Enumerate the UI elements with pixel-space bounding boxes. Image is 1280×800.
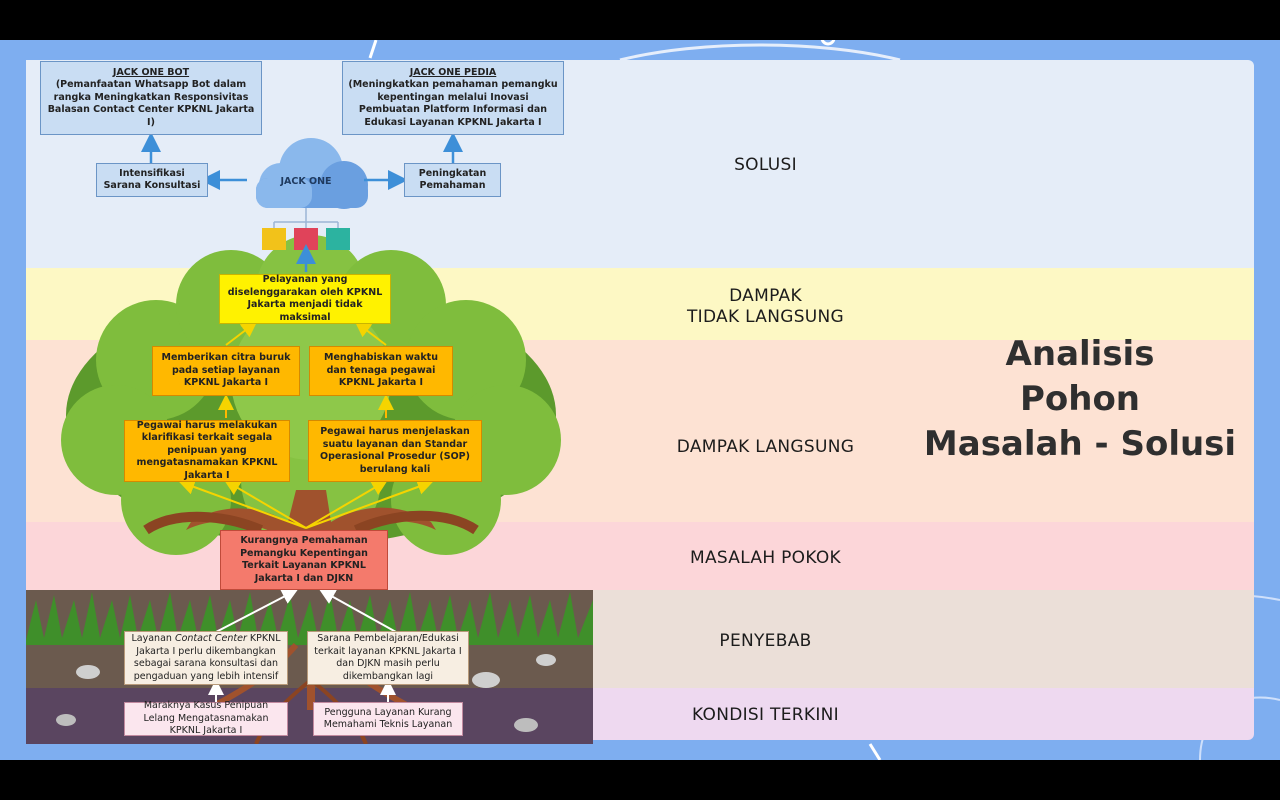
box-masalah-pokok: Kurangnya Pemahaman Pemangku Kepentingan… xyxy=(220,530,388,590)
box-jack-one-bot: JACK ONE BOT (Pemanfaatan Whatsapp Bot d… xyxy=(40,61,262,135)
label-masalah-pokok: MASALAH POKOK xyxy=(690,548,841,568)
box-sop: Pegawai harus menjelaskan suatu layanan … xyxy=(308,420,482,482)
box-jack-one-pedia: JACK ONE PEDIA (Meningkatkan pemahaman p… xyxy=(342,61,564,135)
letterbox-bottom xyxy=(0,760,1280,800)
label-solusi: SOLUSI xyxy=(734,155,797,175)
deco-line-bottom xyxy=(868,743,882,760)
box-kondisi-teknis: Pengguna Layanan Kurang Memahami Teknis … xyxy=(313,702,463,736)
box-jack-one-pedia-content: JACK ONE PEDIA (Meningkatkan pemahaman p… xyxy=(347,67,559,130)
box-peningkatan: Peningkatan Pemahaman xyxy=(404,163,501,197)
label-dampak-line2: TIDAK LANGSUNG xyxy=(686,307,845,327)
box-dampak-tidak-langsung: Pelayanan yang diselenggarakan oleh KPKN… xyxy=(219,274,391,324)
jack-one-cloud xyxy=(256,138,368,209)
box-penyebab-contact-center: Layanan Contact Center KPKNL Jakarta I p… xyxy=(124,631,288,685)
app-square-teal xyxy=(326,228,350,250)
title-line-1: Analisis xyxy=(1005,334,1155,374)
app-square-red xyxy=(294,228,318,250)
title-line-2: Pohon xyxy=(1019,379,1141,419)
box-kondisi-penipuan: Maraknya Kasus Penipuan Lelang Mengatasn… xyxy=(124,700,288,736)
deco-arc xyxy=(619,43,901,62)
penyebab-1-em: Contact Center xyxy=(174,633,247,644)
jack-one-bot-heading: JACK ONE BOT xyxy=(112,66,190,78)
stones xyxy=(56,654,556,732)
label-kondisi-terkini: KONDISI TERKINI xyxy=(692,705,839,725)
label-dampak-line1: DAMPAK xyxy=(729,286,802,306)
problem-tree-diagram: JACK ONE JACK ONE BOT (Pemanfaatan Whats… xyxy=(26,60,593,744)
app-square-yellow xyxy=(262,228,286,250)
jack-one-pedia-heading: JACK ONE PEDIA xyxy=(409,66,497,78)
penyebab-1-b: KPKNL Jakarta I perlu dikembangkan sebag… xyxy=(133,633,281,682)
slide-title: Analisis Pohon Masalah - Solusi xyxy=(900,332,1260,467)
cloud-label: JACK ONE xyxy=(279,176,331,187)
label-dampak-tidak-langsung: DAMPAK TIDAK LANGSUNG xyxy=(618,286,913,328)
yellow-arrows xyxy=(178,321,434,529)
title-line-3: Masalah - Solusi xyxy=(923,424,1237,464)
deco-line xyxy=(368,40,378,59)
penyebab-1-a: Layanan xyxy=(131,633,175,644)
deco-ring xyxy=(820,40,836,46)
label-penyebab: PENYEBAB xyxy=(719,631,812,651)
label-dampak-langsung: DAMPAK LANGSUNG xyxy=(676,437,855,457)
box-intensifikasi: Intensifikasi Sarana Konsultasi xyxy=(96,163,208,197)
box-citra-buruk: Memberikan citra buruk pada setiap layan… xyxy=(152,346,300,396)
box-jack-one-bot-content: JACK ONE BOT (Pemanfaatan Whatsapp Bot d… xyxy=(45,67,257,130)
penyebab-1-content: Layanan Contact Center KPKNL Jakarta I p… xyxy=(129,633,283,683)
box-klarifikasi: Pegawai harus melakukan klarifikasi terk… xyxy=(124,420,290,482)
box-penyebab-edukasi: Sarana Pembelajaran/Edukasi terkait laya… xyxy=(307,631,469,685)
box-waktu-tenaga: Menghabiskan waktu dan tenaga pegawai KP… xyxy=(309,346,453,396)
letterbox-top xyxy=(0,0,1280,40)
jack-one-pedia-text: (Meningkatkan pemahaman pemangku kepenti… xyxy=(348,79,558,128)
jack-one-bot-text: (Pemanfaatan Whatsapp Bot dalam rangka M… xyxy=(47,79,255,128)
white-arrows xyxy=(208,589,397,702)
blue-arrows xyxy=(141,132,463,272)
